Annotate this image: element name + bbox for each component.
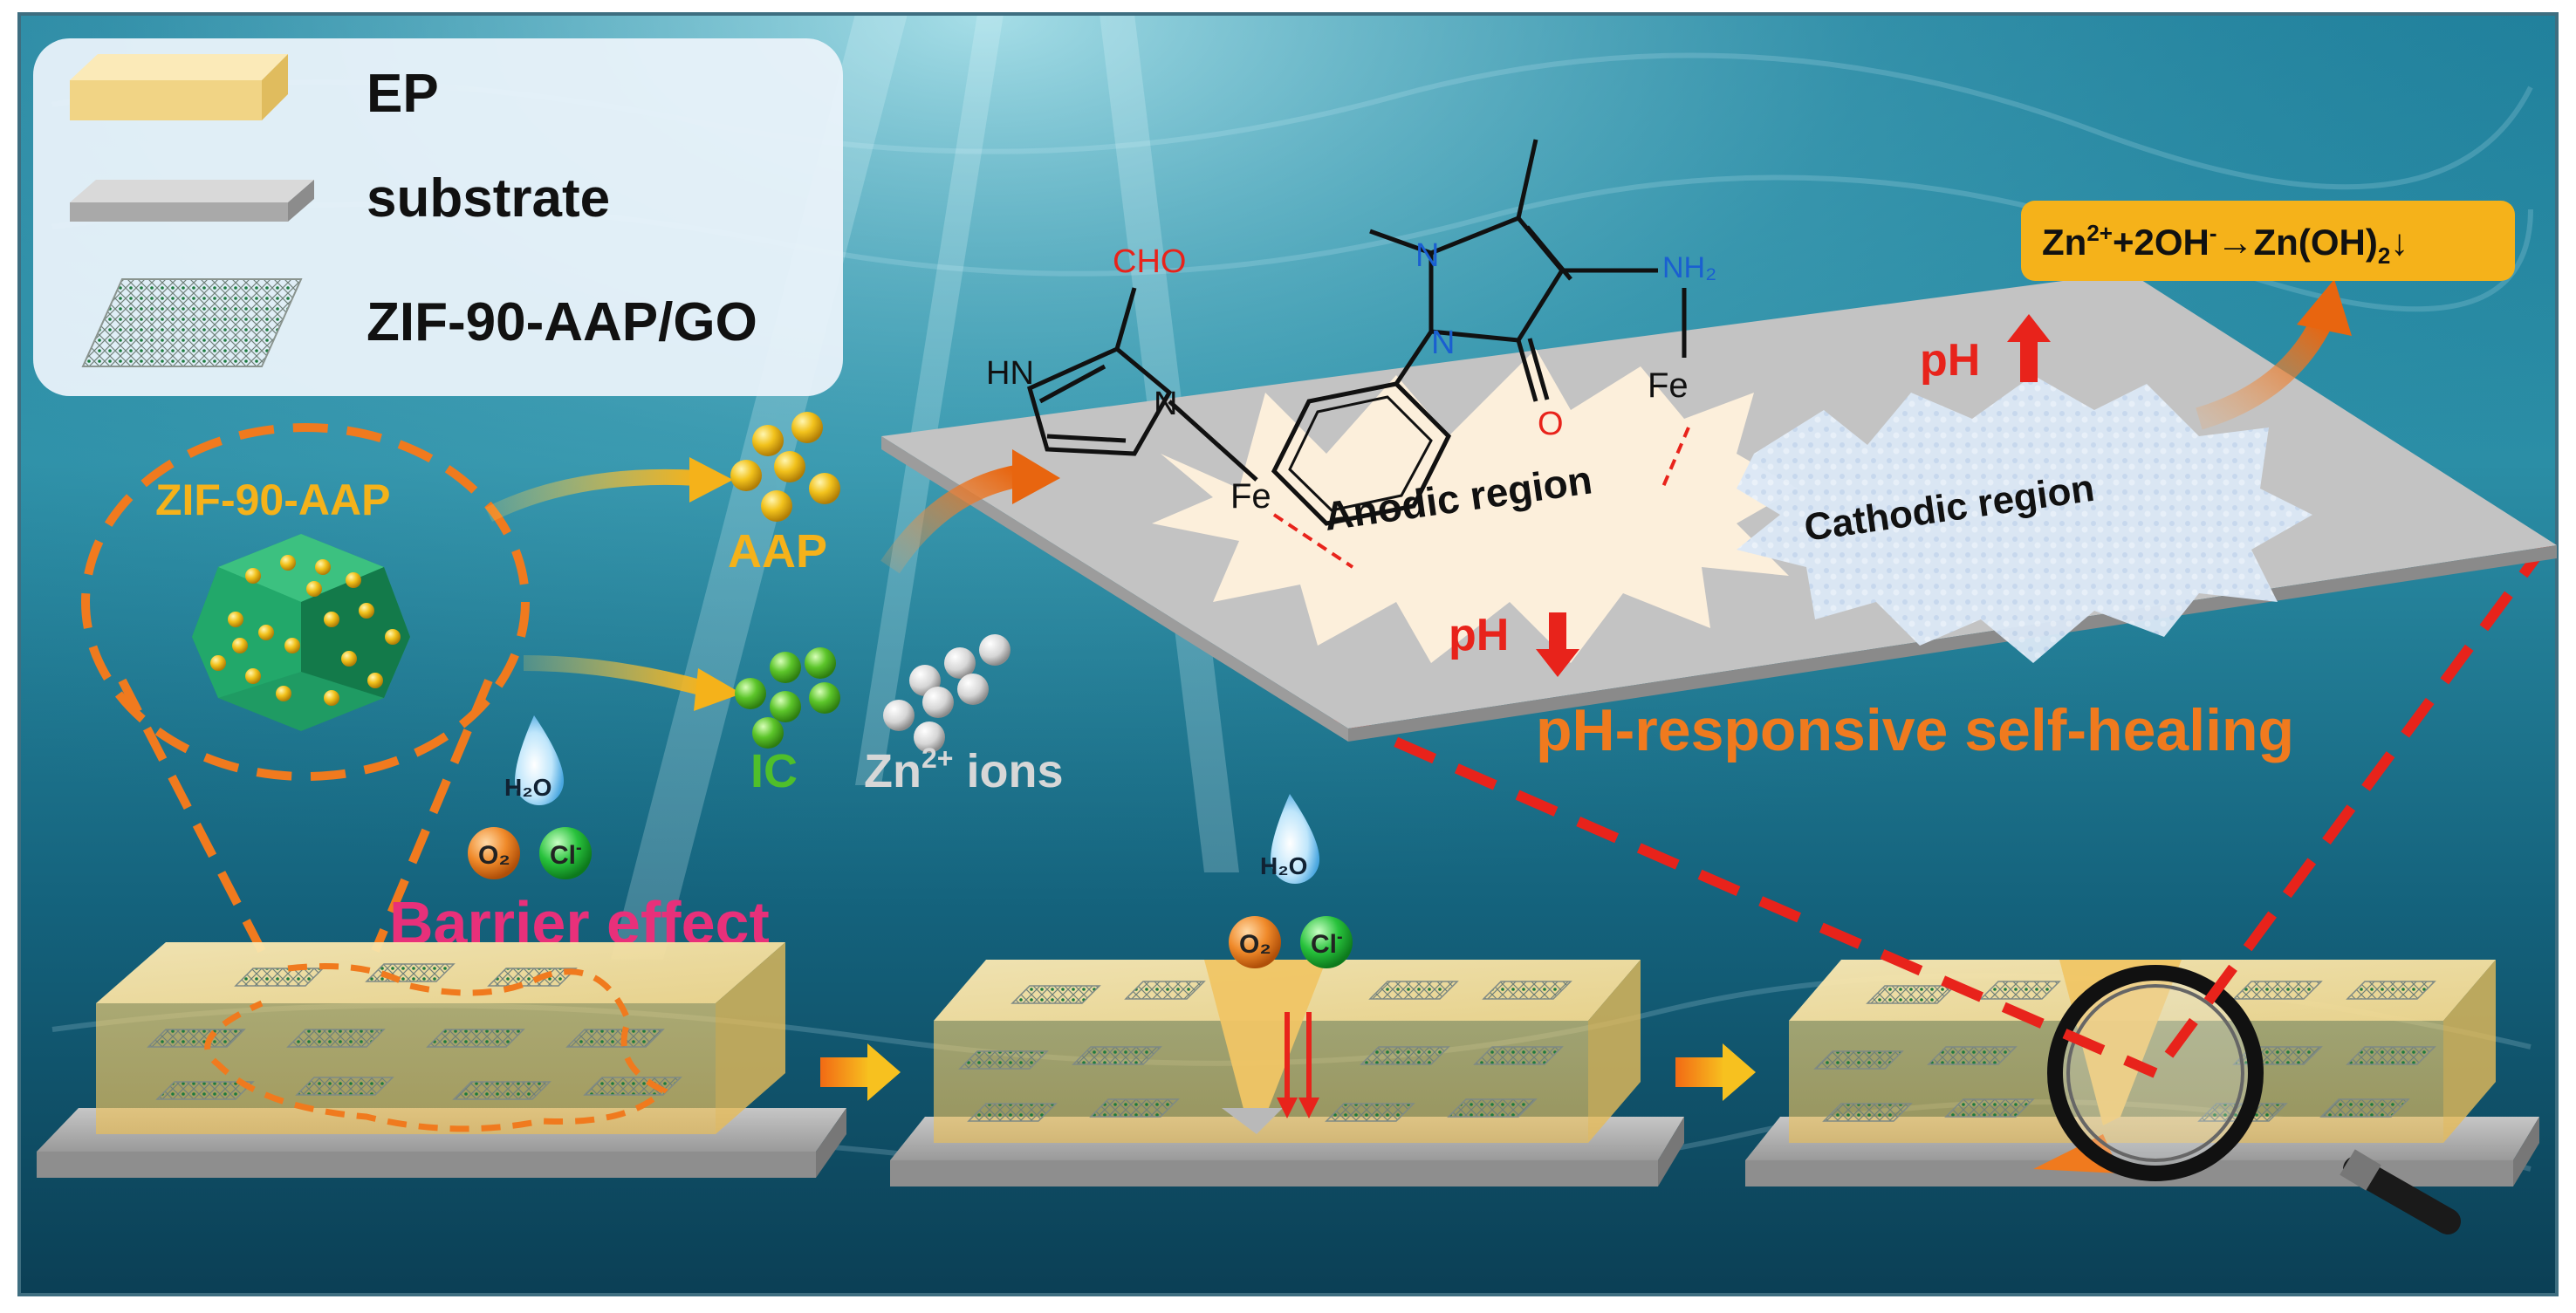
imidazole-n-label: N bbox=[1154, 386, 1177, 422]
coating-slab-intact bbox=[37, 942, 846, 1178]
o2-ball-left bbox=[468, 827, 520, 879]
coating-slab-scratched bbox=[890, 960, 1684, 1186]
legend-ep-label: EP bbox=[367, 64, 439, 124]
species-group-left: H₂O O₂ Cl- bbox=[468, 715, 592, 879]
ph-up-indicator: pH bbox=[1920, 314, 2051, 386]
hn-label: HN bbox=[986, 355, 1034, 392]
release-arrow-aap bbox=[484, 468, 699, 523]
zif-crystal bbox=[192, 534, 410, 731]
cl-ball-middle bbox=[1300, 916, 1353, 968]
carbonyl-o-label: O bbox=[1538, 406, 1564, 442]
aap-label: AAP bbox=[728, 525, 827, 578]
cho-label: CHO bbox=[1113, 243, 1186, 280]
species-group-middle: H₂O O₂ Cl- bbox=[1229, 794, 1353, 968]
nh2-label: NH₂ bbox=[1662, 251, 1716, 284]
o2-ball-middle bbox=[1229, 916, 1281, 968]
ic-cluster bbox=[735, 647, 840, 749]
zif-90-aap-label: ZIF-90-AAP bbox=[155, 475, 390, 524]
ep-slab-icon bbox=[70, 54, 288, 120]
zif-particle-callout: ZIF-90-AAP bbox=[81, 423, 530, 954]
metal-plate bbox=[881, 272, 2557, 742]
down-arrow-icon bbox=[1536, 649, 1579, 677]
molecule-labels: CHO HN N N N NH₂ O Fe Fe bbox=[986, 237, 1716, 516]
h2o-label-left: H₂O bbox=[504, 774, 552, 801]
legend-panel: EP substrate ZIF-90-AAP/GO bbox=[33, 38, 843, 396]
reaction-equation: Zn2++2OH-→Zn(OH)2↓ bbox=[2042, 220, 2408, 269]
legend-composite-label: ZIF-90-AAP/GO bbox=[367, 292, 757, 352]
water-drop-icon bbox=[1271, 794, 1319, 884]
process-arrow-2 bbox=[1675, 1043, 1756, 1101]
molecule-structure bbox=[1027, 139, 1687, 526]
self-healing-label: pH-responsive self-healing bbox=[1536, 697, 2294, 763]
coating-slab-healed bbox=[1745, 960, 2539, 1186]
substrate-slab-icon bbox=[70, 180, 314, 222]
svg-text:Cl-: Cl- bbox=[1311, 927, 1343, 959]
svg-text:Cl-: Cl- bbox=[550, 838, 582, 870]
h2o-label-middle: H₂O bbox=[1260, 852, 1307, 879]
cl-ball-left bbox=[539, 827, 592, 879]
pyrazole-n2-label: N bbox=[1431, 325, 1455, 361]
ic-label: IC bbox=[750, 745, 798, 797]
up-arrow-icon bbox=[2007, 314, 2051, 342]
aap-cluster bbox=[730, 412, 840, 522]
legend-substrate-label: substrate bbox=[367, 168, 610, 229]
fe-label-left: Fe bbox=[1230, 477, 1271, 516]
process-arrow-1 bbox=[820, 1043, 901, 1101]
svg-text:O₂: O₂ bbox=[478, 841, 510, 870]
release-arrow-ic bbox=[523, 655, 709, 697]
svg-text:pH: pH bbox=[1920, 335, 1980, 386]
reaction-equation-box: Zn2++2OH-→Zn(OH)2↓ bbox=[2021, 201, 2515, 281]
zn-ions-label: Zn2+ ions bbox=[864, 742, 1063, 797]
pyrazole-n1-label: N bbox=[1415, 237, 1439, 274]
zn-ion-cluster bbox=[883, 634, 1011, 753]
svg-text:pH: pH bbox=[1449, 610, 1509, 660]
water-drop-icon bbox=[515, 715, 564, 805]
svg-text:O₂: O₂ bbox=[1239, 930, 1271, 959]
cathodic-region bbox=[1737, 375, 2312, 663]
composite-sheet-icon bbox=[81, 278, 303, 367]
fe-label-right: Fe bbox=[1648, 366, 1689, 405]
zoom-line-right bbox=[2151, 537, 2552, 1077]
zoom-line-left bbox=[1333, 710, 2158, 1078]
into-plate-arrow bbox=[880, 464, 1024, 574]
ph-down-indicator: pH bbox=[1449, 610, 1579, 677]
precipitation-arrow bbox=[2196, 317, 2332, 430]
anodic-region bbox=[1152, 349, 1798, 663]
